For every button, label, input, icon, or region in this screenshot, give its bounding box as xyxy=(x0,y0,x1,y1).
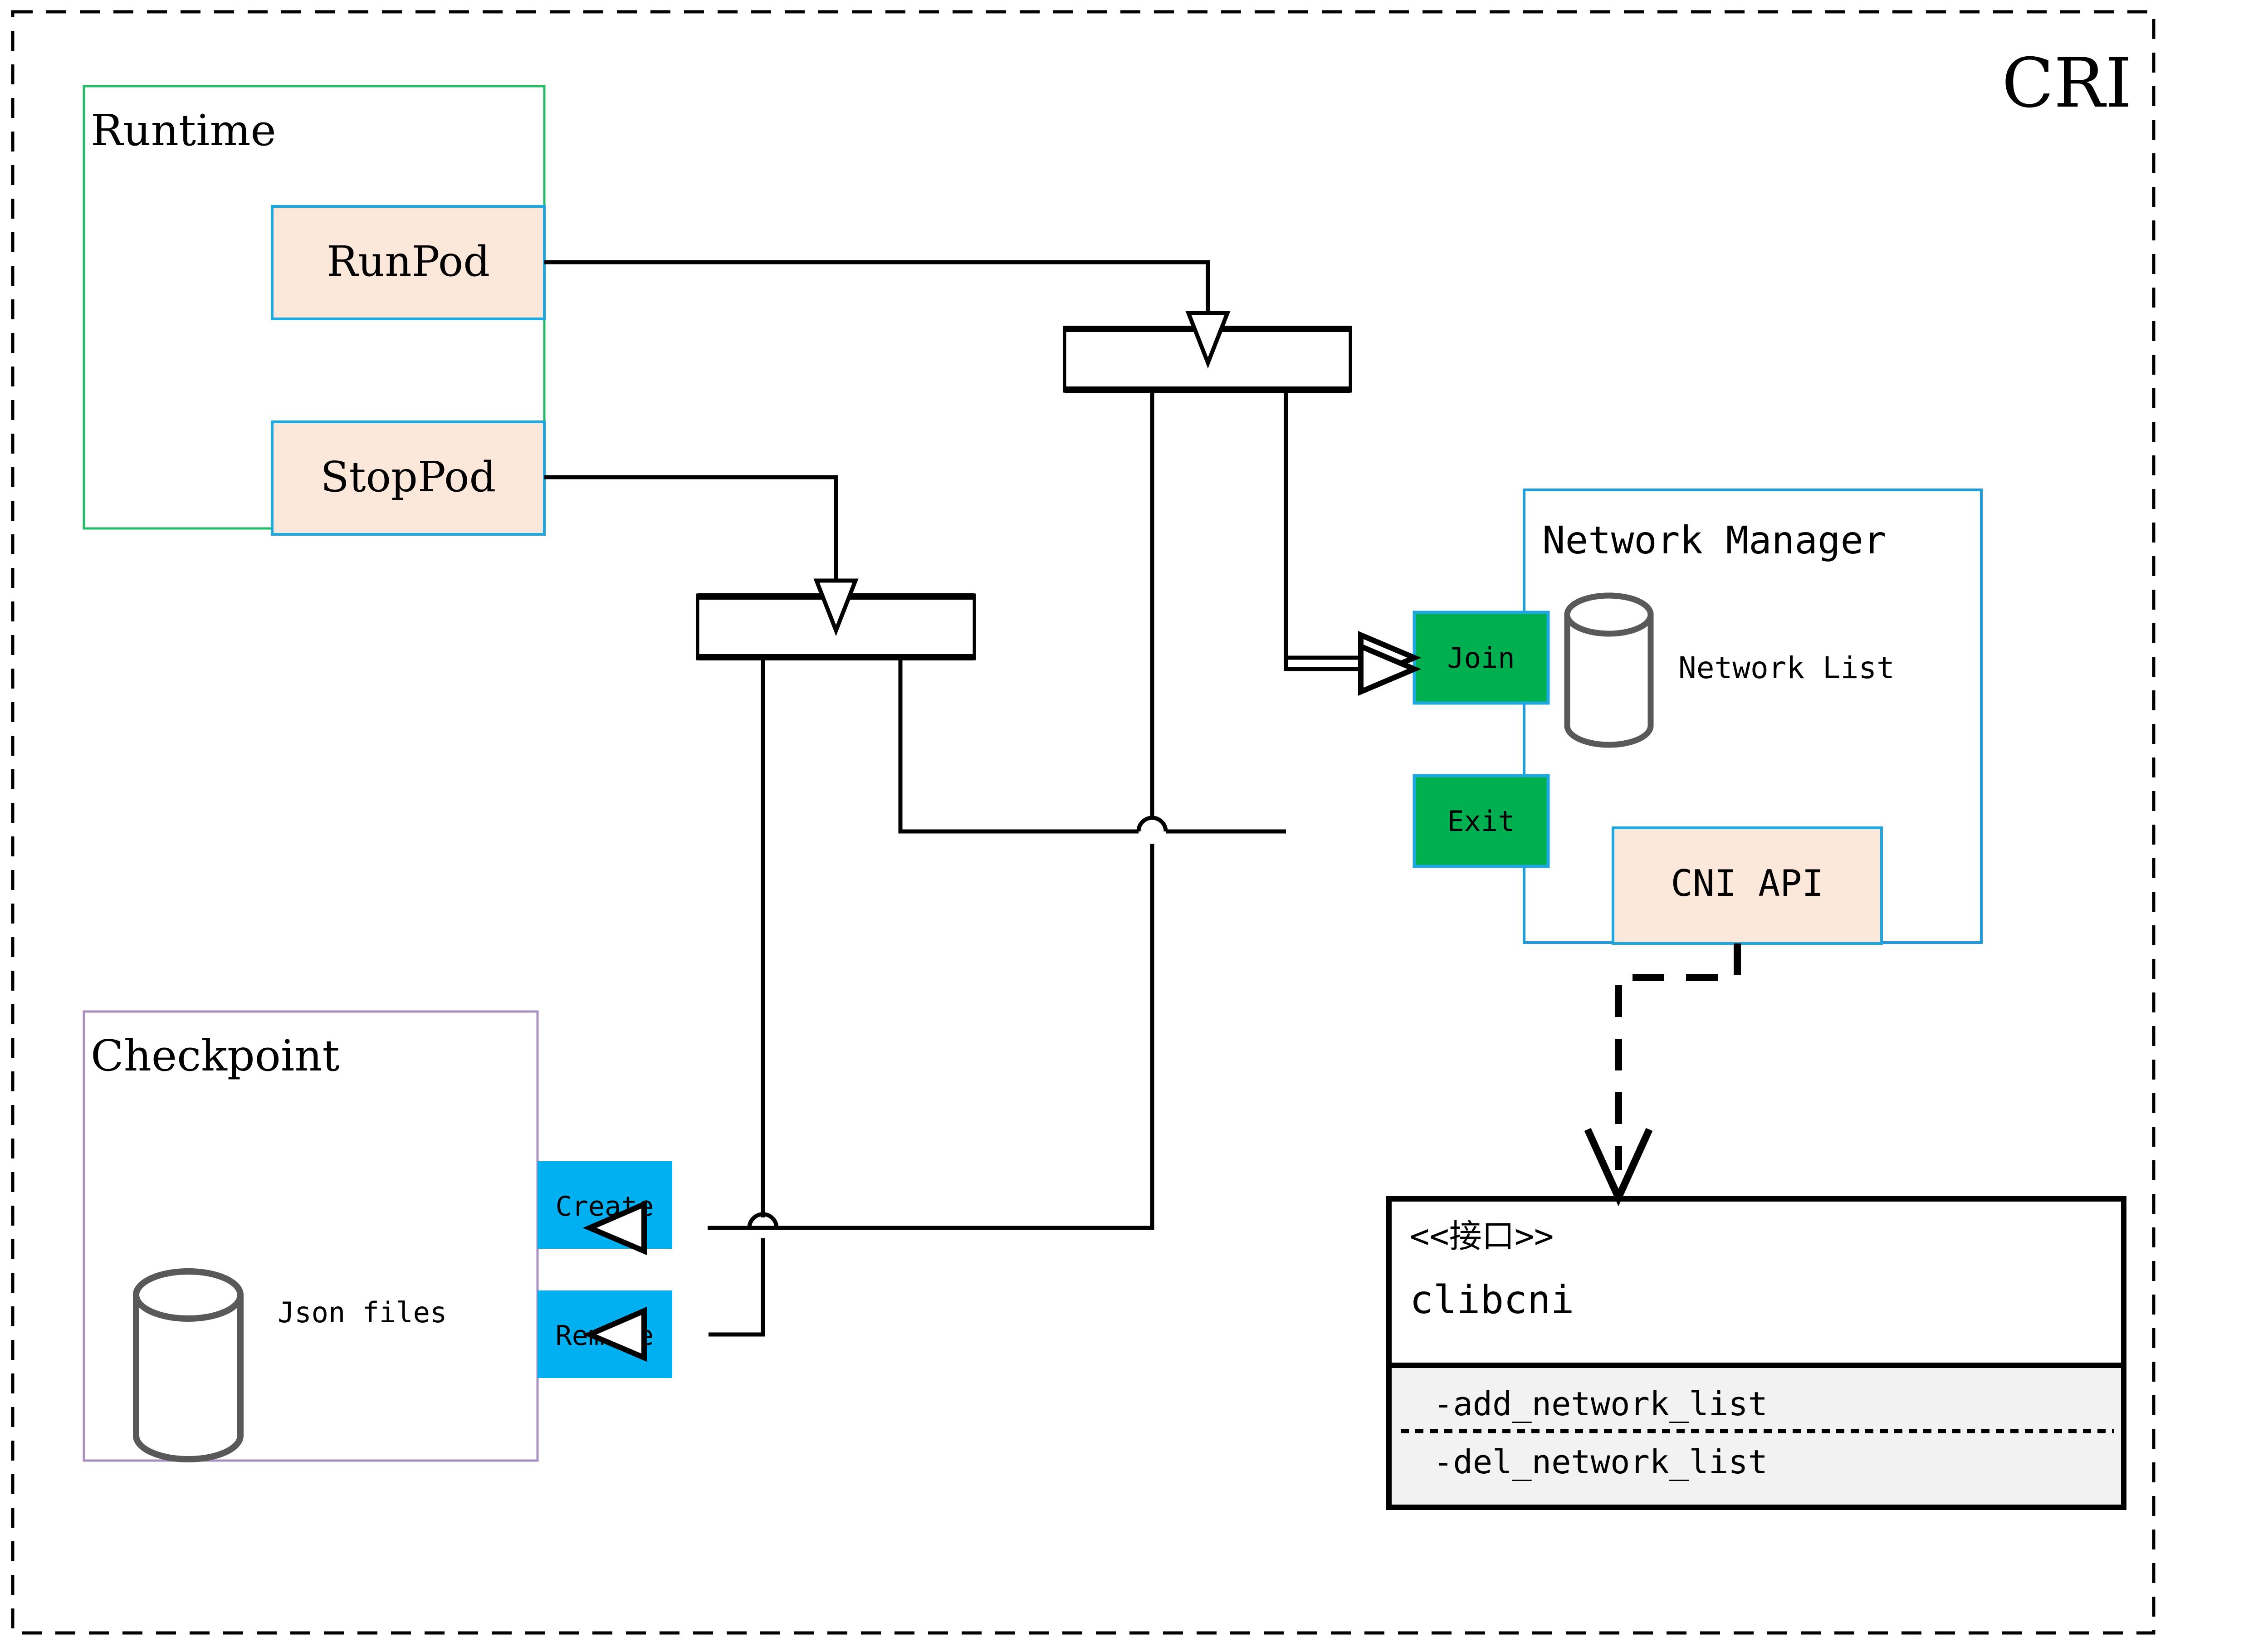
group-runtime-label: Runtime xyxy=(91,106,276,156)
arrowhead-into-fork-stop xyxy=(813,578,859,636)
cni-api-label: CNI API xyxy=(1671,862,1823,904)
outer-frame xyxy=(11,10,2156,1635)
edge-fork-stop-left-leg-2 xyxy=(709,1238,765,1337)
arrowhead-into-fork-run xyxy=(1185,311,1231,369)
clibcni-stereotype: <<接口>> xyxy=(1410,1217,1554,1255)
join-box[interactable] xyxy=(1413,611,1550,705)
edge-stoppod-to-fork xyxy=(544,475,838,581)
exit-label: Exit xyxy=(1447,805,1515,838)
runpod-label: RunPod xyxy=(327,237,490,286)
exit-box[interactable] xyxy=(1413,774,1550,868)
json-files-label: Json files xyxy=(278,1296,447,1329)
group-network-manager-label: Network Manager xyxy=(1542,518,1887,562)
line-hop-exit-crossing xyxy=(1136,816,1168,832)
json-files-cylinder-icon xyxy=(133,1268,244,1462)
clibcni-methods-compartment xyxy=(1392,1365,2121,1505)
line-hop-create-crossing xyxy=(747,1212,779,1228)
clibcni-method-0: -add_network_list xyxy=(1433,1385,1768,1423)
cni-api-box[interactable] xyxy=(1612,826,1883,945)
stoppod-label: StopPod xyxy=(321,453,496,501)
arrowhead-into-exit xyxy=(1358,642,1422,696)
clibcni-method-1: -del_network_list xyxy=(1433,1443,1768,1481)
network-list-cylinder-icon xyxy=(1564,592,1654,748)
edge-cni-api-to-clibcni xyxy=(1615,943,1741,1170)
arrowhead-realization-clibcni xyxy=(1584,1128,1653,1207)
edge-runpod-to-fork xyxy=(544,260,1210,313)
edge-fork-run-right-leg xyxy=(1284,391,1403,671)
network-list-label: Network List xyxy=(1678,650,1895,685)
join-label: Join xyxy=(1447,641,1515,674)
edge-fork-stop-right-leg xyxy=(898,659,1139,834)
arrowhead-into-create xyxy=(582,1200,647,1256)
arrowhead-into-remove xyxy=(582,1306,647,1362)
clibcni-name: clibcni xyxy=(1410,1277,1574,1323)
stoppod-box[interactable] xyxy=(271,420,546,536)
edge-fork-run-left-leg-2 xyxy=(708,844,1154,1230)
group-checkpoint-label: Checkpoint xyxy=(91,1031,340,1081)
page-title: CRI xyxy=(2002,44,2132,123)
